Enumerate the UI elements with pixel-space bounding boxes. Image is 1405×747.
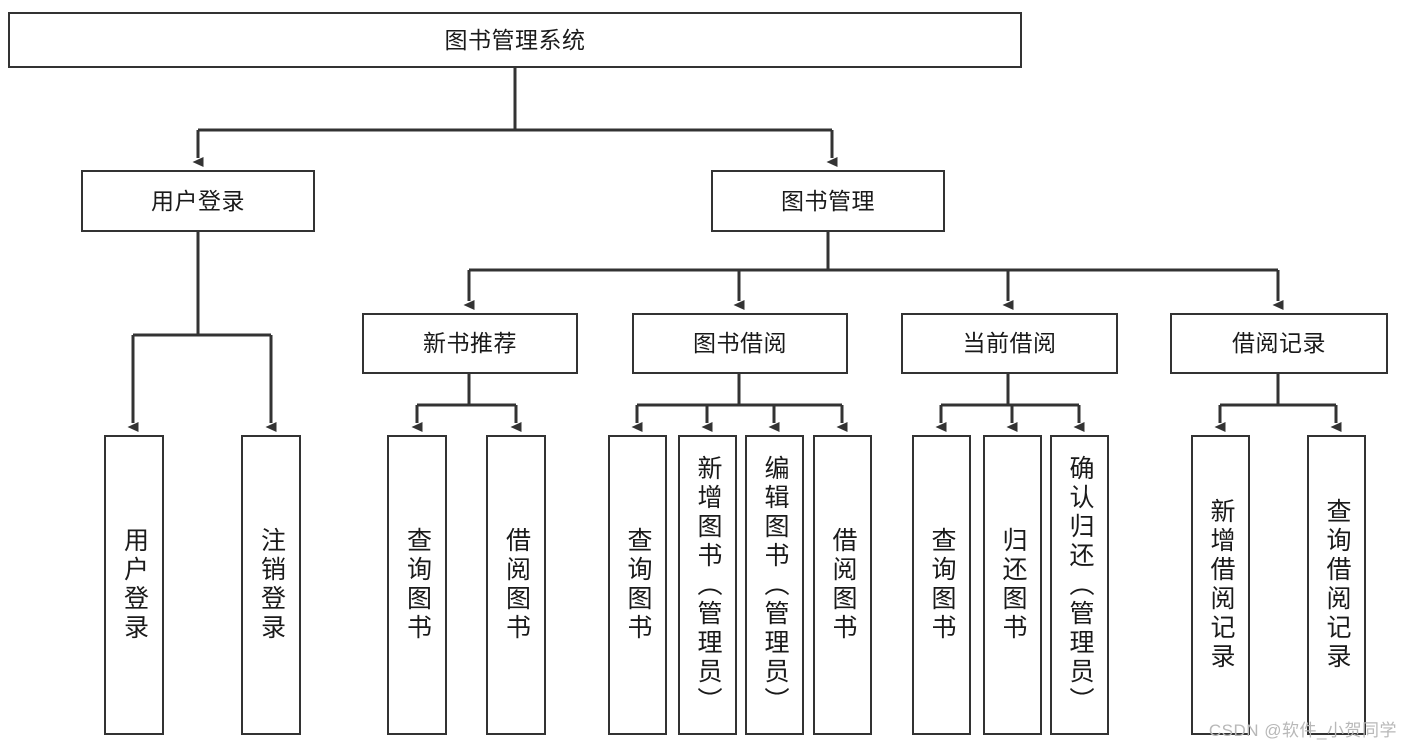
- node-new-book-rec-label: 新书推荐: [423, 330, 517, 357]
- node-leaf-user-login-label: 用户登录: [120, 527, 149, 643]
- node-current-borrow[interactable]: 当前借阅: [901, 313, 1118, 374]
- node-leaf-borrow-book-1[interactable]: 借阅图书: [486, 435, 546, 735]
- node-book-borrow[interactable]: 图书借阅: [632, 313, 848, 374]
- node-leaf-add-book-label: 新增图书（管理员）: [694, 454, 722, 716]
- node-leaf-add-record[interactable]: 新增借阅记录: [1191, 435, 1250, 735]
- node-leaf-query-record-label: 查询借阅记录: [1323, 498, 1351, 672]
- node-leaf-user-logout[interactable]: 注销登录: [241, 435, 301, 735]
- node-leaf-user-login[interactable]: 用户登录: [104, 435, 164, 735]
- node-borrow-record-label: 借阅记录: [1232, 330, 1326, 357]
- node-user-login[interactable]: 用户登录: [81, 170, 315, 232]
- node-leaf-add-book[interactable]: 新增图书（管理员）: [678, 435, 737, 735]
- node-leaf-query-book-1[interactable]: 查询图书: [387, 435, 447, 735]
- node-leaf-query-book-3[interactable]: 查询图书: [912, 435, 971, 735]
- node-leaf-query-book-2-label: 查询图书: [624, 527, 652, 643]
- watermark: CSDN @软件_小贺同学: [1208, 721, 1397, 740]
- node-leaf-query-book-1-label: 查询图书: [403, 527, 432, 643]
- node-book-manage-label: 图书管理: [781, 187, 875, 214]
- node-leaf-query-book-2[interactable]: 查询图书: [608, 435, 667, 735]
- node-new-book-rec[interactable]: 新书推荐: [362, 313, 578, 374]
- node-leaf-edit-book-label: 编辑图书（管理员）: [761, 454, 789, 716]
- node-leaf-query-record[interactable]: 查询借阅记录: [1307, 435, 1366, 735]
- node-leaf-borrow-book-2[interactable]: 借阅图书: [813, 435, 872, 735]
- node-leaf-query-book-3-label: 查询图书: [928, 527, 956, 643]
- node-leaf-user-logout-label: 注销登录: [257, 527, 286, 643]
- node-leaf-edit-book[interactable]: 编辑图书（管理员）: [745, 435, 804, 735]
- node-book-borrow-label: 图书借阅: [693, 330, 787, 357]
- node-leaf-add-record-label: 新增借阅记录: [1207, 498, 1235, 672]
- node-root-label: 图书管理系统: [444, 26, 586, 53]
- node-leaf-return-book[interactable]: 归还图书: [983, 435, 1042, 735]
- node-leaf-return-book-label: 归还图书: [999, 527, 1027, 643]
- node-leaf-confirm-return[interactable]: 确认归还（管理员）: [1050, 435, 1109, 735]
- node-root[interactable]: 图书管理系统: [8, 12, 1022, 68]
- node-leaf-borrow-book-1-label: 借阅图书: [502, 527, 531, 643]
- node-user-login-label: 用户登录: [151, 187, 245, 214]
- node-leaf-borrow-book-2-label: 借阅图书: [829, 527, 857, 643]
- node-book-manage[interactable]: 图书管理: [711, 170, 945, 232]
- node-leaf-confirm-return-label: 确认归还（管理员）: [1066, 454, 1094, 716]
- node-current-borrow-label: 当前借阅: [962, 330, 1057, 357]
- node-borrow-record[interactable]: 借阅记录: [1170, 313, 1388, 374]
